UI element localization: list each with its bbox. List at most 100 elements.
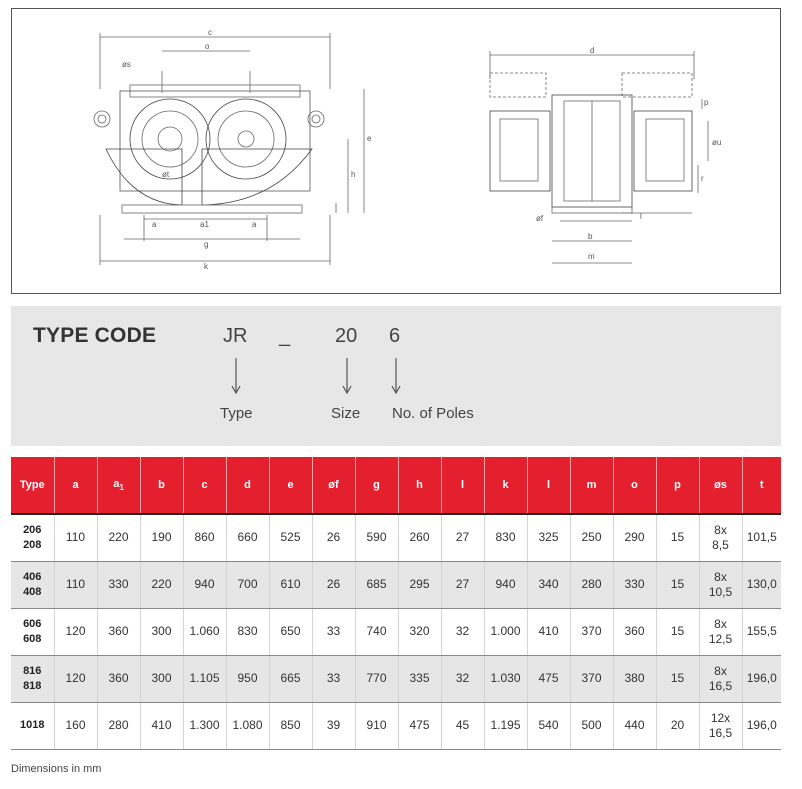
dimension-cell: 15 xyxy=(656,655,700,703)
dimension-cell: 770 xyxy=(355,655,399,703)
drawing-svg: c o øs e h øt a a1 a g k xyxy=(93,28,721,271)
column-header: a xyxy=(54,457,98,515)
dimension-cell: 335 xyxy=(398,655,442,703)
dimension-cell-t: 101,5 xyxy=(742,514,781,562)
dim-label-r: r xyxy=(701,174,704,183)
column-header: g xyxy=(355,457,399,515)
dimension-cell: 475 xyxy=(398,702,442,750)
screw-value: 8x xyxy=(714,663,727,678)
dimension-cell: 380 xyxy=(613,655,657,703)
dimension-cell: 1.105 xyxy=(183,655,227,703)
type-code-panel: TYPE CODE JR _ 20 6 Type Size No. of Pol… xyxy=(11,306,781,446)
dimension-cell: 295 xyxy=(398,561,442,609)
dimension-cell: 260 xyxy=(398,514,442,562)
dimension-cell: 360 xyxy=(97,655,141,703)
dimension-cell: 45 xyxy=(441,702,485,750)
dimension-cell: 525 xyxy=(269,514,313,562)
arrow-down-icon xyxy=(231,358,241,395)
dimension-cell: 440 xyxy=(613,702,657,750)
type-value: 816 xyxy=(23,664,42,677)
column-header: b xyxy=(140,457,184,515)
type-code-title: TYPE CODE xyxy=(33,324,157,347)
front-view: c o øs e h øt a a1 a g k xyxy=(93,28,372,271)
type-cell: 1018 xyxy=(11,702,55,750)
dim-label-s: øs xyxy=(122,60,131,69)
size-label: Size xyxy=(331,405,361,422)
type-code-size: 20 xyxy=(335,325,358,347)
dimension-cell: 700 xyxy=(226,561,270,609)
screw-value: 8,5 xyxy=(712,537,729,552)
dimension-cell: 39 xyxy=(312,702,356,750)
type-code-poles: 6 xyxy=(389,325,401,347)
dimension-cell: 685 xyxy=(355,561,399,609)
screw-value: 12,5 xyxy=(708,631,733,646)
dim-label-d: d xyxy=(590,46,594,55)
dimension-cell: 190 xyxy=(140,514,184,562)
type-code-jr: JR xyxy=(223,325,248,347)
dimension-cell: 26 xyxy=(312,561,356,609)
column-header: d xyxy=(226,457,270,515)
dimension-cell: 1.080 xyxy=(226,702,270,750)
column-header: h xyxy=(398,457,442,515)
dim-label-b: b xyxy=(588,232,593,241)
dimension-cell: 330 xyxy=(97,561,141,609)
dimension-cell: 665 xyxy=(269,655,313,703)
dimension-cell: 360 xyxy=(613,608,657,656)
dimension-cell: 27 xyxy=(441,514,485,562)
dimension-cell: 610 xyxy=(269,561,313,609)
dimension-cell: 660 xyxy=(226,514,270,562)
column-header: c xyxy=(183,457,227,515)
column-header: a1 xyxy=(97,457,141,515)
dimension-cell: 650 xyxy=(269,608,313,656)
dimension-cell: 33 xyxy=(312,608,356,656)
dimension-cell: 850 xyxy=(269,702,313,750)
column-header: o xyxy=(613,457,657,515)
dimension-cell: 32 xyxy=(441,608,485,656)
dim-label-p: p xyxy=(704,98,709,107)
column-header: e xyxy=(269,457,313,515)
type-code-separator: _ xyxy=(279,325,291,347)
column-header: p xyxy=(656,457,700,515)
dimension-cell: 27 xyxy=(441,561,485,609)
column-header: l xyxy=(441,457,485,515)
dimension-cell: 830 xyxy=(484,514,528,562)
dim-label-u: øu xyxy=(712,138,721,147)
dimension-cell-t: 130,0 xyxy=(742,561,781,609)
dimension-cell: 120 xyxy=(54,655,98,703)
dim-label-a: a xyxy=(152,220,157,229)
screw-value: 8x xyxy=(714,522,727,537)
dimension-cell: 20 xyxy=(656,702,700,750)
dimension-cell: 940 xyxy=(183,561,227,609)
dimension-cell: 475 xyxy=(527,655,571,703)
dim-label-m: m xyxy=(588,252,595,261)
dimension-cell: 110 xyxy=(54,561,98,609)
dimension-cell: 860 xyxy=(183,514,227,562)
dim-label-a-2: a xyxy=(252,220,257,229)
type-value: 208 xyxy=(23,538,42,551)
dimension-cell: 160 xyxy=(54,702,98,750)
type-label: Type xyxy=(220,405,253,422)
screw-value: 12x xyxy=(710,710,731,725)
column-header: Type xyxy=(11,457,55,515)
dim-label-e: e xyxy=(367,134,372,143)
dim-label-t: øt xyxy=(162,170,170,179)
type-value: 606 xyxy=(23,617,42,630)
column-header: m xyxy=(570,457,614,515)
dimension-cell-t: 196,0 xyxy=(742,702,781,750)
dimension-cell: 830 xyxy=(226,608,270,656)
column-header: t xyxy=(742,457,781,515)
dimension-cell: 26 xyxy=(312,514,356,562)
dimension-cell: 1.300 xyxy=(183,702,227,750)
dimension-cell: 340 xyxy=(527,561,571,609)
column-header: øs xyxy=(699,457,743,515)
dimension-cell: 120 xyxy=(54,608,98,656)
dimension-cell: 300 xyxy=(140,608,184,656)
dim-label-f: øf xyxy=(536,214,544,223)
